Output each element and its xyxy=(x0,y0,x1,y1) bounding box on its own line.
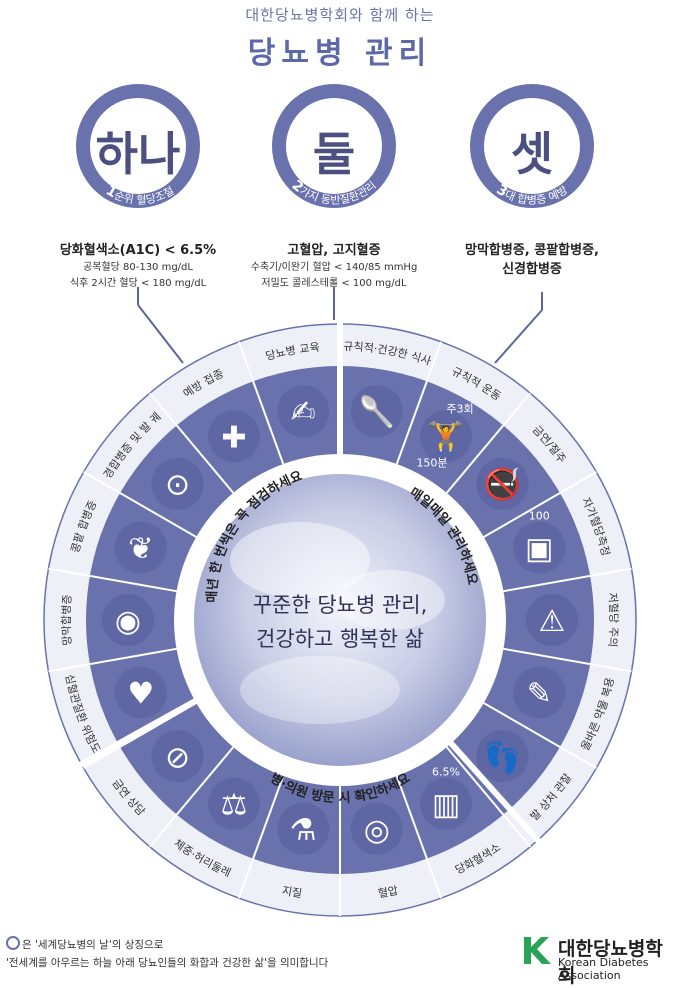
goal-postmeal: 식후 2시간 혈당 < 180 mg/dL xyxy=(69,278,207,289)
divider-visit-yearly xyxy=(78,691,210,768)
cloud-3 xyxy=(240,656,400,724)
no-smoking-icon: 🚭 xyxy=(484,467,521,503)
connector-three-diag xyxy=(494,309,543,364)
sky-center xyxy=(194,474,486,766)
kda-logo-mark-icon xyxy=(520,934,554,968)
segment-icon-bg xyxy=(513,666,566,719)
cloud-1 xyxy=(230,522,370,598)
pillar-two-word: 둘 xyxy=(312,127,356,181)
segment-icon-bg xyxy=(526,594,578,646)
segment-icon-bg xyxy=(208,777,260,830)
goal-a1c: 당화혈색소(A1C) < 6.5% xyxy=(59,243,217,258)
foot-sensation-icon: ⊙ xyxy=(165,468,190,503)
segment-divider xyxy=(148,392,235,494)
test-tubes-icon: ⚗ xyxy=(290,813,317,848)
segment-icon-bg xyxy=(151,730,204,783)
footer-line-2: '전세계를 아우르는 하늘 아래 당뇨인들의 화합과 건강한 삶'을 의미합니다 xyxy=(6,957,329,969)
segment-divider xyxy=(237,341,285,465)
goal-fasting: 공복혈당 80-130 mg/dL xyxy=(83,262,193,273)
eye-exam-icon: ◉ xyxy=(115,604,141,639)
segment-icon-bg xyxy=(350,802,403,855)
segment-icon-bg xyxy=(114,521,167,574)
sky-circle-symbol-icon xyxy=(6,936,20,950)
center-line-2: 건강하고 행복한 삶 xyxy=(256,627,424,651)
segment-icon-bg xyxy=(476,730,529,783)
pillar-one-goal: 당화혈색소(A1C) < 6.5% 공복혈당 80-130 mg/dL 식후 2… xyxy=(28,241,248,292)
segment-extra-text: 100 xyxy=(529,509,550,522)
low-sugar-warning-icon: ⚠ xyxy=(539,604,566,639)
quit-smoking-icon: ⊘ xyxy=(165,740,190,775)
segment-divider xyxy=(445,392,532,494)
pillar-three-word: 셋 xyxy=(510,127,554,181)
goal-bp: 수축기/이완기 혈압 < 140/85 mmHg xyxy=(250,262,418,273)
segment-divider xyxy=(503,647,632,673)
segment-divider xyxy=(83,471,197,538)
segment-label: 지질 xyxy=(281,884,303,900)
segment-label: 망막합병증 xyxy=(60,594,74,646)
blood-pressure-icon: ◎ xyxy=(364,813,390,848)
scale-icon: ⚖ xyxy=(221,788,248,823)
segment-divider xyxy=(48,567,177,593)
segment-icon-bg xyxy=(420,777,472,830)
page-title: 당뇨병 관리 xyxy=(247,36,433,71)
page-subtitle: 대한당뇨병학회와 함께 하는 xyxy=(245,6,435,24)
segment-divider xyxy=(237,775,285,899)
segment-divider xyxy=(395,341,443,465)
segment-icon-bg xyxy=(277,802,330,855)
heart-icon: ♥ xyxy=(127,677,154,712)
segment-divider xyxy=(395,775,443,899)
syringe-icon: ✚ xyxy=(221,420,246,455)
segment-extra-text: 6.5% xyxy=(432,766,460,779)
cloud-2 xyxy=(335,570,445,630)
dumbbell-icon: 🏋 xyxy=(427,419,464,455)
segment-icon-bg xyxy=(151,457,204,510)
segment-icon-bg xyxy=(102,594,154,646)
goal-ldl: 저밀도 콜레스테롤 < 100 mg/dL xyxy=(261,278,407,289)
kidney-icon: ❦ xyxy=(128,531,153,566)
pillar-one-word: 하나 xyxy=(95,127,181,181)
segment-icon-bg xyxy=(350,385,403,438)
segment-icon-bg xyxy=(476,457,529,510)
segment-label: 저혈당 주의 xyxy=(606,592,621,648)
kda-logo-english: Korean Diabetes Association xyxy=(558,956,649,982)
segment-extra-text: 주3회 xyxy=(446,402,473,415)
divider-daily-visit xyxy=(437,728,545,848)
goal-complication-1: 망막합병증, 콩팥합병증, xyxy=(464,243,599,258)
a1c-chart-icon: ▥ xyxy=(432,788,460,823)
segment-icon-bg xyxy=(208,410,260,463)
foot-icon: 👣 xyxy=(484,738,521,775)
segment-icon-bg xyxy=(420,410,472,463)
segment-divider xyxy=(483,702,597,769)
segment-divider xyxy=(48,647,177,673)
goal-comorbid: 고혈압, 고지혈증 xyxy=(287,243,381,258)
footer-line-1: 은 '세계당뇨병의 날'의 상징으로 xyxy=(22,939,164,951)
segment-extra-text: 150분 xyxy=(416,456,447,469)
segment-divider xyxy=(483,471,597,538)
segment-divider xyxy=(503,567,632,593)
segment-icon-bg xyxy=(114,666,167,719)
goal-complication-2: 신경합병증 xyxy=(502,262,562,277)
spoon-chopsticks-icon: 🥄 xyxy=(358,392,395,430)
insulin-pen-icon: ✎ xyxy=(527,677,552,712)
glucose-meter-icon: ▣ xyxy=(525,531,553,566)
segment-label: 혈압 xyxy=(377,884,399,900)
segment-icon-bg xyxy=(513,521,566,574)
connector-one-diag xyxy=(137,304,184,364)
pillar-three-goal: 망막합병증, 콩팥합병증, 신경합병증 xyxy=(422,241,642,279)
pillar-two-goal: 고혈압, 고지혈증 수축기/이완기 혈압 < 140/85 mmHg 저밀도 콜… xyxy=(224,241,444,292)
notebook-icon: ✍ xyxy=(291,395,316,430)
segment-icon-bg xyxy=(277,385,330,438)
segment-divider xyxy=(148,746,235,848)
center-line-1: 꾸준한 당뇨병 관리, xyxy=(253,593,428,617)
pillar-captions: 1순위 혈당조절 2가지 동반질환관리 3대 합병증 예방 xyxy=(103,177,570,207)
segment-divider xyxy=(445,746,532,848)
